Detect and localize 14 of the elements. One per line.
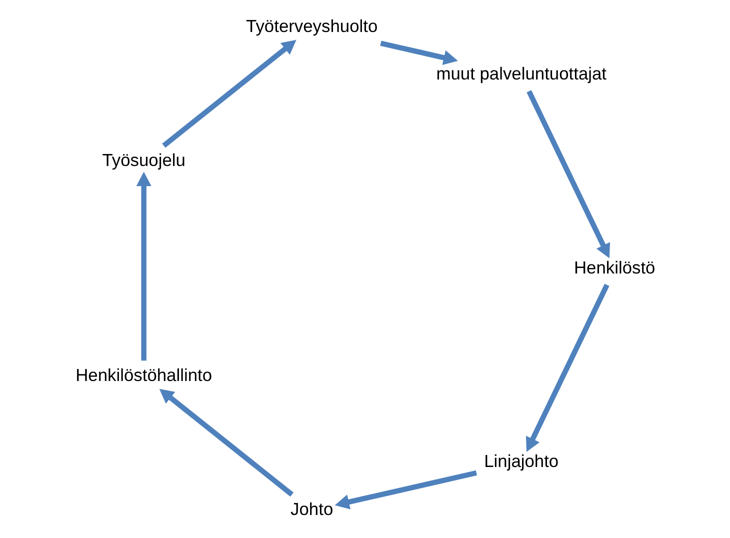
arrow [526,90,610,258]
node-text: Linjajohto [484,450,558,471]
node-text: Henkilöstö [573,257,655,278]
node-text: Henkilöstöhallinto [75,364,212,385]
arrow [162,40,296,148]
node-text: Työterveyshuolto [246,16,378,36]
arrow [334,470,476,510]
node-text: Johto [290,498,333,519]
arrow [380,40,458,66]
arrow [158,388,294,497]
node-text: muut palveluntuottajat [436,64,606,84]
arrow [136,172,151,361]
node-text: Työsuojelu [102,150,185,170]
arrow [525,284,609,452]
